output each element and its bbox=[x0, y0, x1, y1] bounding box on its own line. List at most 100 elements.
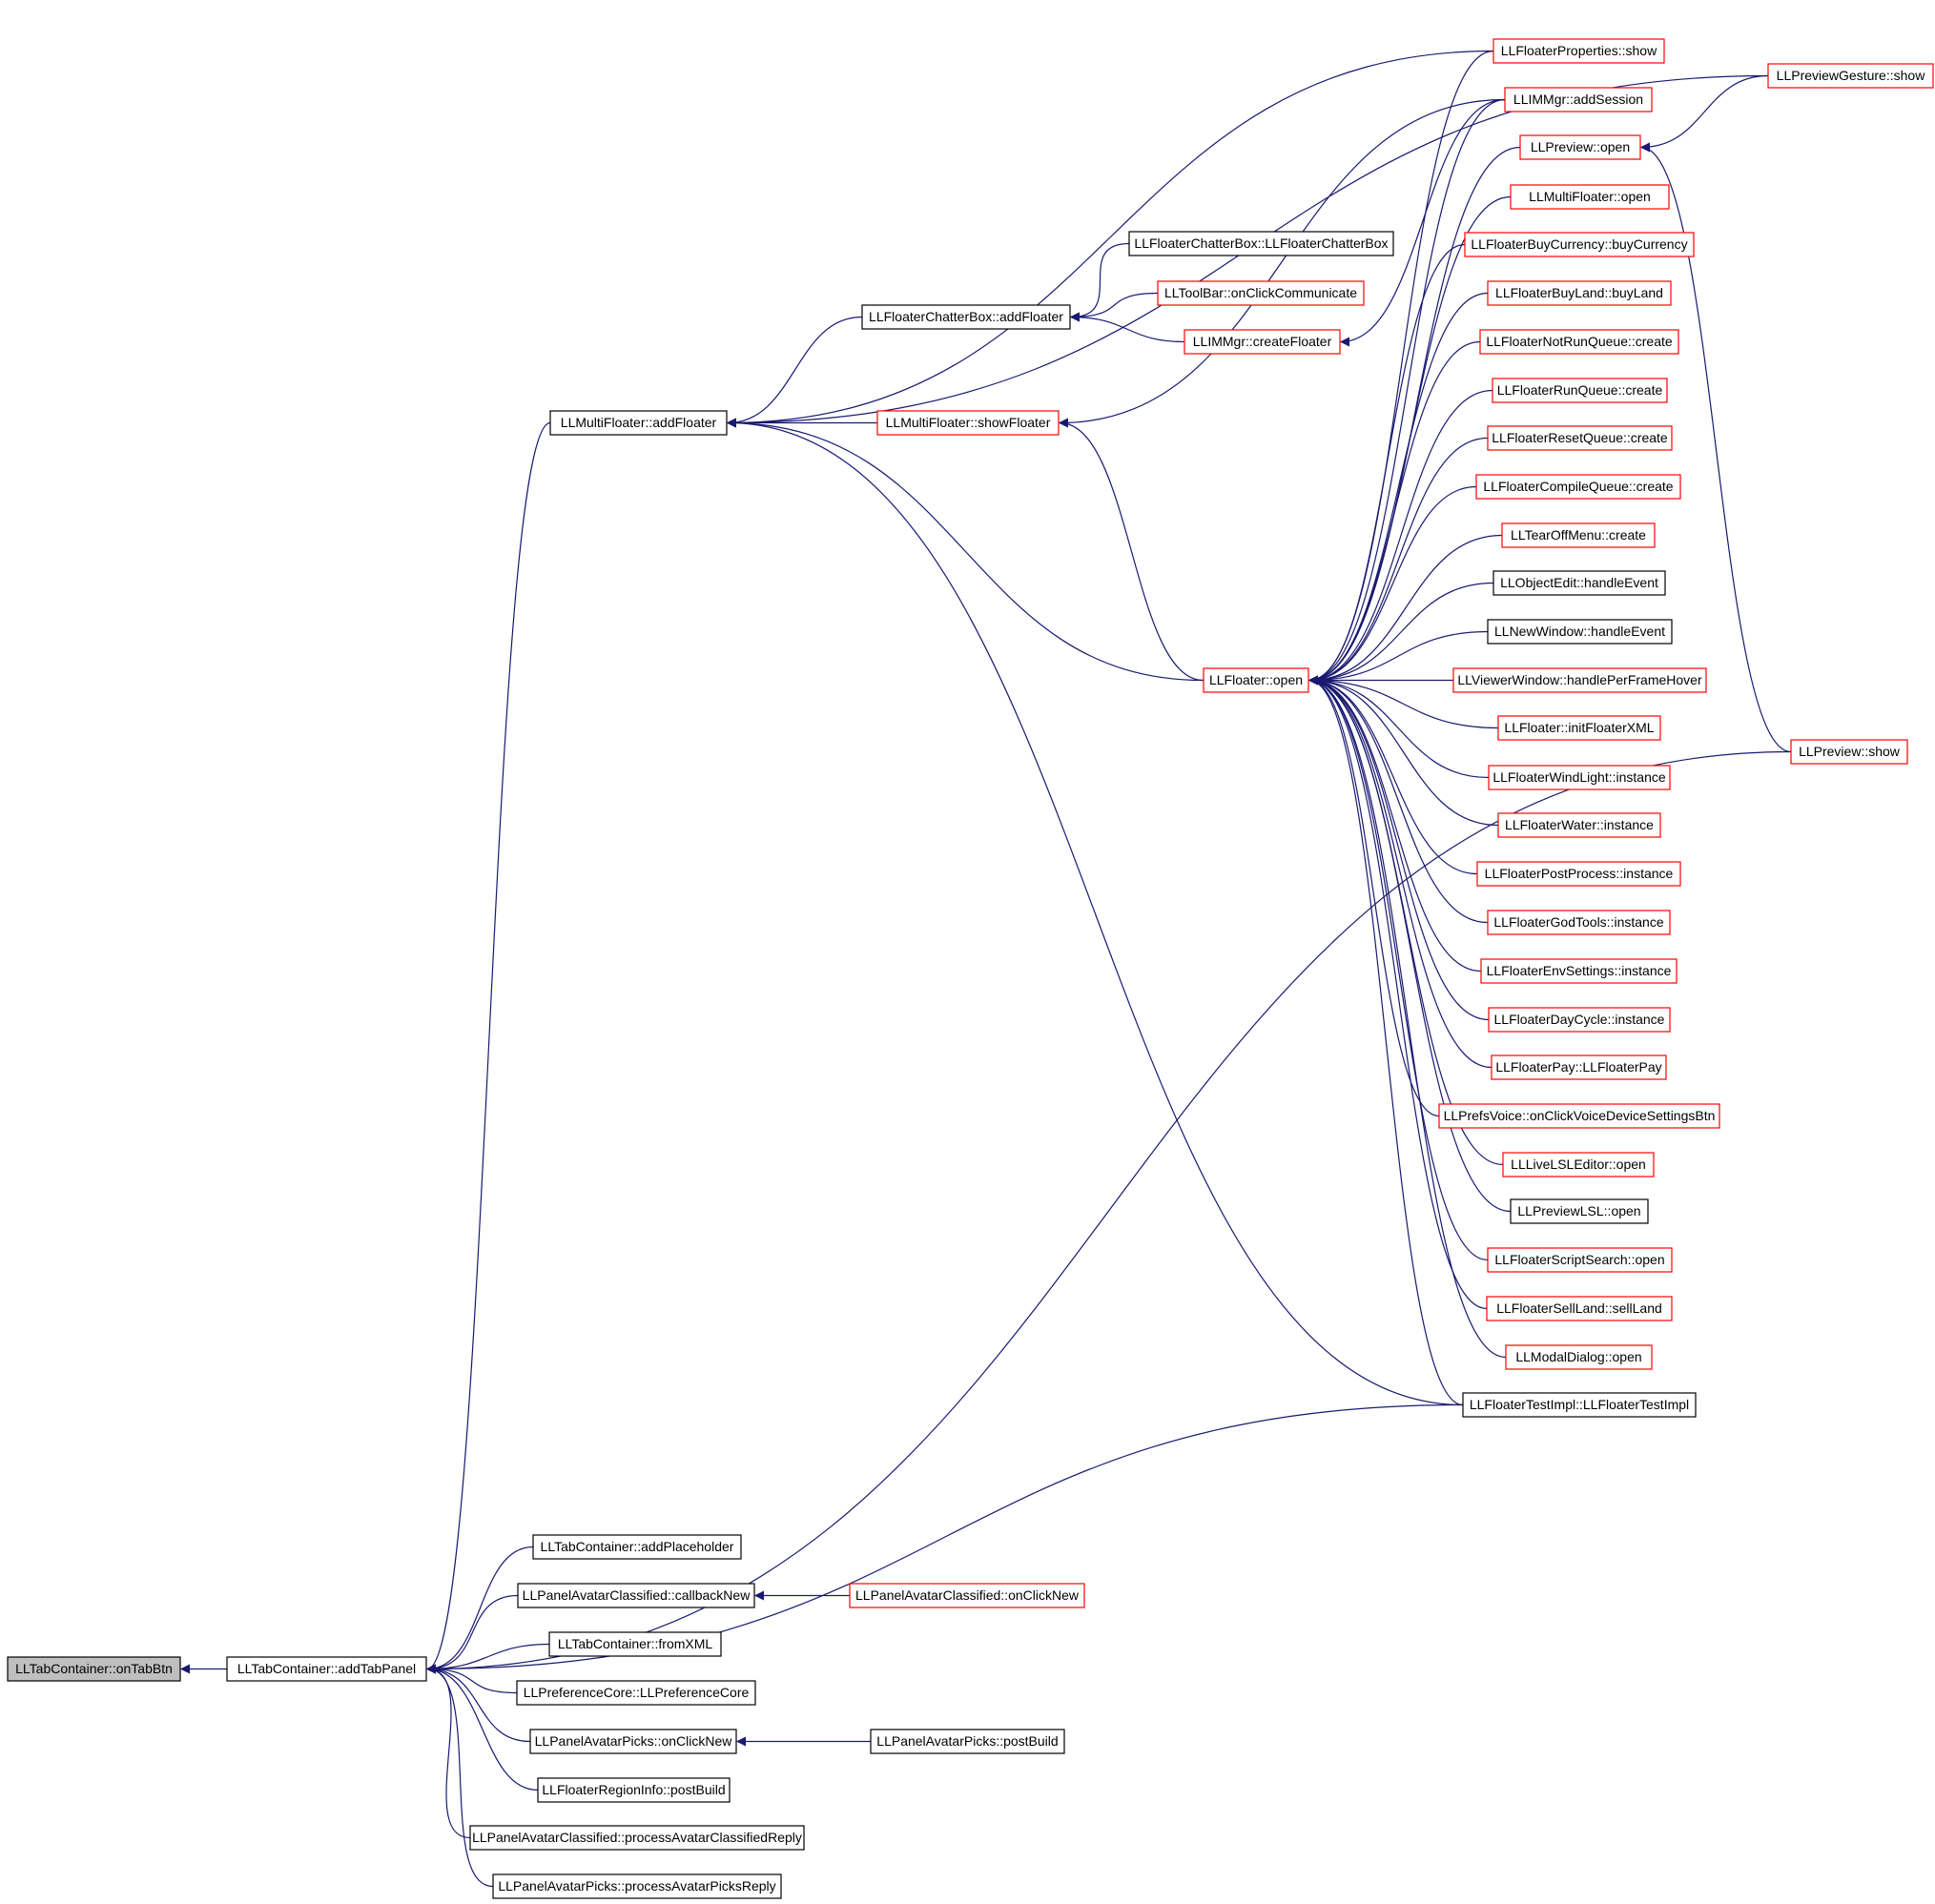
node-postProc[interactable]: LLFloaterPostProcess::instance bbox=[1476, 861, 1681, 887]
node-label: LLIMMgr::createFloater bbox=[1193, 334, 1332, 349]
node-voice[interactable]: LLPrefsVoice::onClickVoiceDeviceSettings… bbox=[1438, 1103, 1720, 1129]
node-label: LLFloaterRunQueue::create bbox=[1497, 382, 1663, 398]
edge-picksOnClickNew-to-addTabPanel bbox=[426, 1664, 531, 1743]
node-sellLand[interactable]: LLFloaterSellLand::sellLand bbox=[1486, 1296, 1673, 1321]
node-box bbox=[1462, 1392, 1697, 1418]
edge-initXML-to-flOpen bbox=[1308, 675, 1499, 729]
node-windLight[interactable]: LLFloaterWindLight::instance bbox=[1488, 765, 1671, 790]
node-procClassified[interactable]: LLPanelAvatarClassified::processAvatarCl… bbox=[469, 1825, 805, 1851]
node-label: LLFloaterChatterBox::addFloater bbox=[869, 309, 1063, 324]
node-notRunQ[interactable]: LLFloaterNotRunQueue::create bbox=[1479, 329, 1679, 355]
node-label: LLObjectEdit::handleEvent bbox=[1500, 575, 1658, 590]
node-label: LLMultiFloater::showFloater bbox=[886, 415, 1051, 430]
node-scriptSearch[interactable]: LLFloaterScriptSearch::open bbox=[1487, 1247, 1673, 1273]
edge-previewShow-to-addTabPanel bbox=[426, 750, 1792, 1674]
node-box bbox=[1479, 329, 1679, 355]
node-runQ[interactable]: LLFloaterRunQueue::create bbox=[1492, 378, 1668, 403]
node-toolbar[interactable]: LLToolBar::onClickCommunicate bbox=[1157, 280, 1365, 306]
edge-fromXML-to-addTabPanel bbox=[426, 1643, 550, 1674]
node-envSet[interactable]: LLFloaterEnvSettings::instance bbox=[1480, 958, 1678, 984]
node-label: LLViewerWindow::handlePerFrameHover bbox=[1457, 672, 1702, 687]
node-label: LLPreviewLSL::open bbox=[1517, 1203, 1640, 1218]
node-dayCycle[interactable]: LLFloaterDayCycle::instance bbox=[1488, 1007, 1671, 1033]
node-label: LLPreferenceCore::LLPreferenceCore bbox=[524, 1685, 750, 1700]
node-label: LLPanelAvatarClassified::processAvatarCl… bbox=[472, 1830, 802, 1845]
edge-scriptSearch-to-flOpen bbox=[1308, 675, 1489, 1261]
node-createFloater[interactable]: LLIMMgr::createFloater bbox=[1184, 329, 1341, 355]
node-box bbox=[1486, 1296, 1673, 1321]
node-regionPostBuild[interactable]: LLFloaterRegionInfo::postBuild bbox=[537, 1777, 731, 1803]
node-propsShow[interactable]: LLFloaterProperties::show bbox=[1492, 38, 1665, 64]
node-box bbox=[1510, 1198, 1649, 1224]
node-picksPostBuild[interactable]: LLPanelAvatarPicks::postBuild bbox=[870, 1729, 1065, 1754]
node-resetQ[interactable]: LLFloaterResetQueue::create bbox=[1487, 425, 1673, 451]
edge-voice-to-flOpen bbox=[1308, 675, 1440, 1117]
node-objEdit[interactable]: LLObjectEdit::handleEvent bbox=[1492, 570, 1666, 596]
node-compileQ[interactable]: LLFloaterCompileQueue::create bbox=[1475, 474, 1681, 500]
node-water[interactable]: LLFloaterWater::instance bbox=[1497, 812, 1661, 838]
edge-regionPostBuild-to-addTabPanel bbox=[426, 1664, 539, 1791]
node-box bbox=[492, 1873, 782, 1899]
node-onTabBtn[interactable]: LLTabContainer::onTabBtn bbox=[7, 1656, 181, 1682]
node-prefCore[interactable]: LLPreferenceCore::LLPreferenceCore bbox=[516, 1680, 756, 1706]
node-chatAddFloater[interactable]: LLFloaterChatterBox::addFloater bbox=[861, 304, 1071, 330]
node-box bbox=[1157, 280, 1365, 306]
node-label: LLFloaterBuyCurrency::buyCurrency bbox=[1471, 236, 1687, 252]
node-modal[interactable]: LLModalDialog::open bbox=[1505, 1344, 1653, 1370]
node-box bbox=[1488, 1007, 1671, 1033]
node-box bbox=[1476, 861, 1681, 887]
node-label: LLMultiFloater::addFloater bbox=[561, 415, 717, 430]
node-pay[interactable]: LLFloaterPay::LLFloaterPay bbox=[1491, 1054, 1667, 1080]
node-addSession[interactable]: LLIMMgr::addSession bbox=[1504, 87, 1653, 113]
node-box bbox=[469, 1825, 805, 1851]
node-testImpl[interactable]: LLFloaterTestImpl::LLFloaterTestImpl bbox=[1462, 1392, 1697, 1418]
node-newWin[interactable]: LLNewWindow::handleEvent bbox=[1487, 619, 1673, 645]
node-label: LLNewWindow::handleEvent bbox=[1494, 624, 1665, 639]
node-box bbox=[516, 1680, 756, 1706]
node-liveLSL[interactable]: LLLiveLSLEditor::open bbox=[1502, 1152, 1655, 1177]
node-flOpen[interactable]: LLFloater::open bbox=[1203, 667, 1309, 693]
node-classOnClickNew[interactable]: LLPanelAvatarClassified::onClickNew bbox=[849, 1583, 1085, 1608]
node-box bbox=[1487, 619, 1673, 645]
node-addFloater[interactable]: LLMultiFloater::addFloater bbox=[549, 410, 728, 436]
node-fromXML[interactable]: LLTabContainer::fromXML bbox=[548, 1631, 722, 1657]
edge-godTools-to-flOpen bbox=[1308, 675, 1489, 924]
node-procPicks[interactable]: LLPanelAvatarPicks::processAvatarPicksRe… bbox=[492, 1873, 782, 1899]
node-label: LLTabContainer::onTabBtn bbox=[15, 1661, 173, 1676]
node-showFloater[interactable]: LLMultiFloater::showFloater bbox=[876, 410, 1060, 436]
edge-resetQ-to-flOpen bbox=[1308, 437, 1489, 686]
node-previewLSL[interactable]: LLPreviewLSL::open bbox=[1510, 1198, 1649, 1224]
node-buyCurrency[interactable]: LLFloaterBuyCurrency::buyCurrency bbox=[1464, 232, 1695, 257]
node-addTabPanel[interactable]: LLTabContainer::addTabPanel bbox=[226, 1656, 427, 1682]
node-buyLand[interactable]: LLFloaterBuyLand::buyLand bbox=[1487, 280, 1672, 306]
node-label: LLIMMgr::addSession bbox=[1513, 92, 1643, 107]
node-chatCtor[interactable]: LLFloaterChatterBox::LLFloaterChatterBox bbox=[1128, 231, 1394, 256]
edge-callbackNew-to-addTabPanel bbox=[426, 1594, 519, 1674]
node-godTools[interactable]: LLFloaterGodTools::instance bbox=[1487, 910, 1671, 935]
node-callbackNew[interactable]: LLPanelAvatarClassified::callbackNew bbox=[517, 1583, 755, 1608]
node-mfOpen[interactable]: LLMultiFloater::open bbox=[1510, 184, 1670, 210]
node-previewShow[interactable]: LLPreview::show bbox=[1790, 739, 1908, 765]
node-label: LLPreview::open bbox=[1531, 139, 1630, 154]
node-initXML[interactable]: LLFloater::initFloaterXML bbox=[1497, 715, 1661, 741]
node-box bbox=[1488, 765, 1671, 790]
node-label: LLFloaterBuyLand::buyLand bbox=[1495, 285, 1663, 300]
edge-buyCurrency-to-flOpen bbox=[1308, 243, 1466, 686]
edge-windLight-to-flOpen bbox=[1308, 675, 1490, 779]
node-hover[interactable]: LLViewerWindow::handlePerFrameHover bbox=[1452, 667, 1707, 693]
node-label: LLFloaterNotRunQueue::create bbox=[1486, 334, 1673, 349]
node-label: LLPreviewGesture::show bbox=[1777, 68, 1926, 83]
edge-postProc-to-flOpen bbox=[1308, 675, 1478, 875]
node-gestureShow[interactable]: LLPreviewGesture::show bbox=[1767, 63, 1934, 89]
node-label: LLFloaterTestImpl::LLFloaterTestImpl bbox=[1470, 1397, 1689, 1412]
node-tearOff[interactable]: LLTearOffMenu::create bbox=[1501, 522, 1656, 548]
node-label: LLMultiFloater::open bbox=[1529, 189, 1651, 204]
node-box bbox=[1492, 378, 1668, 403]
node-box bbox=[1497, 715, 1661, 741]
node-previewOpen[interactable]: LLPreview::open bbox=[1519, 134, 1641, 160]
node-box bbox=[1487, 280, 1672, 306]
node-addPlaceholder[interactable]: LLTabContainer::addPlaceholder bbox=[532, 1534, 742, 1560]
edge-notRunQ-to-flOpen bbox=[1308, 340, 1481, 686]
node-box bbox=[1519, 134, 1641, 160]
node-picksOnClickNew[interactable]: LLPanelAvatarPicks::onClickNew bbox=[529, 1729, 737, 1754]
